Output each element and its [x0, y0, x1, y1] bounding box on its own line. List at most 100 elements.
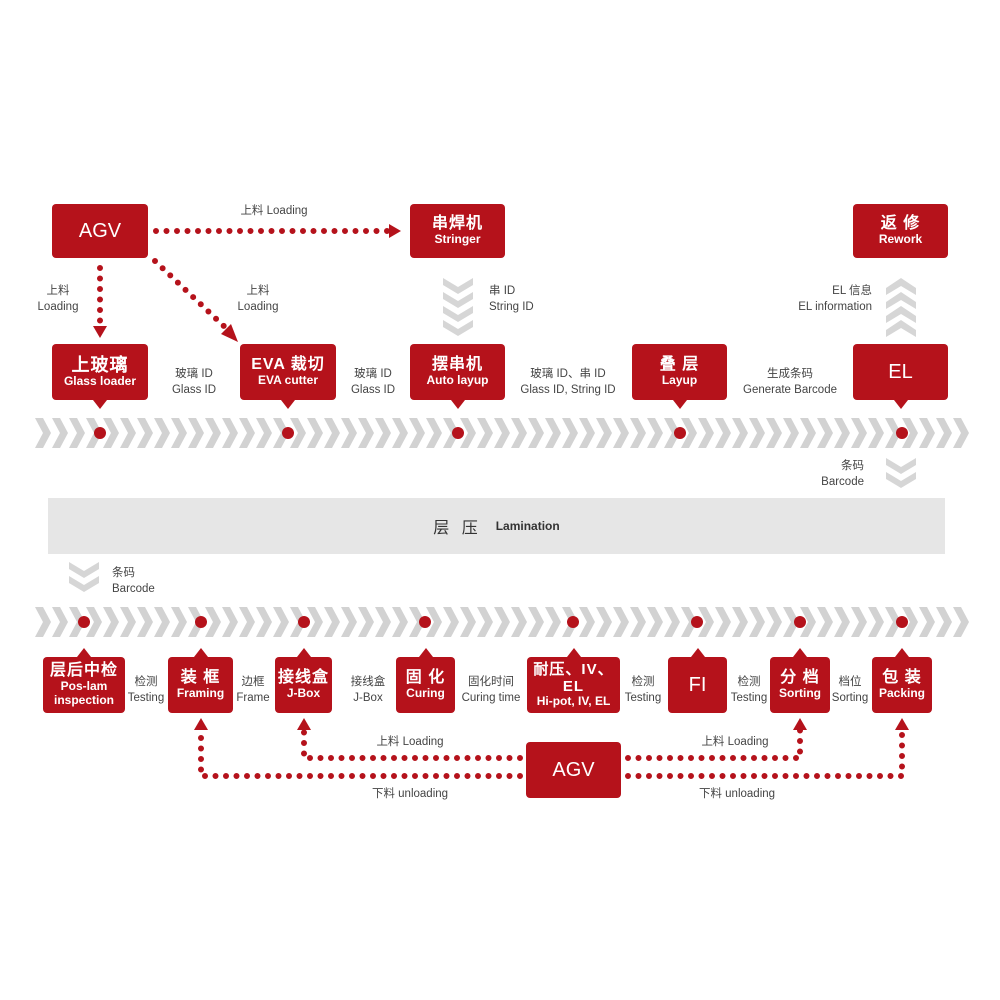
- conveyor-upper-chevron: [579, 418, 595, 448]
- label-en: Glass ID: [350, 384, 396, 396]
- conveyor-lower-chevron: [222, 607, 238, 637]
- conveyor-upper-chevron: [919, 418, 935, 448]
- conveyor-lower-chevron: [868, 607, 884, 637]
- sorting-zh: 分 档: [780, 668, 820, 686]
- label-zh: EL 信息: [832, 285, 872, 297]
- label-en: Glass ID: [171, 384, 217, 396]
- conveyor-upper-chevron: [307, 418, 323, 448]
- label-zh: 固化时间: [468, 676, 514, 688]
- conveyor-lower-chevron: [936, 607, 952, 637]
- auto-layup-en: Auto layup: [426, 373, 489, 388]
- string-id-flow-chevron: [443, 306, 473, 322]
- conveyor-lower-chevron: [375, 607, 391, 637]
- label-en: Testing: [127, 692, 165, 704]
- conveyor-upper-chevron: [290, 418, 306, 448]
- barcode-flow-chevron: [886, 472, 916, 488]
- poslam-en-1: Pos-lam: [60, 679, 108, 694]
- conveyor-upper-chevron: [953, 418, 969, 448]
- stringer-en: Stringer: [434, 232, 481, 247]
- el-info-flow-chevron: [886, 320, 916, 337]
- station-dot: [674, 427, 686, 439]
- conveyor-lower-chevron: [171, 607, 187, 637]
- conveyor-upper-chevron: [375, 418, 391, 448]
- arrow-diagonal-icon: [221, 324, 238, 342]
- conveyor-upper-chevron: [188, 418, 204, 448]
- label-zh: 上料: [46, 285, 70, 297]
- conveyor-upper-chevron: [494, 418, 510, 448]
- conveyor-lower-chevron: [409, 607, 425, 637]
- agv-to-stringer-label: 上料 Loading: [240, 205, 308, 217]
- agv-top-box: AGV: [52, 204, 148, 258]
- curing-time-label: 固化时间 Curing time: [462, 674, 521, 706]
- label-en: Barcode: [821, 476, 864, 488]
- label-zh: 上料: [246, 285, 270, 297]
- conveyor-upper-chevron: [613, 418, 629, 448]
- station-dot: [794, 616, 806, 628]
- conveyor-upper-chevron: [545, 418, 561, 448]
- agv-to-sorting-dotted-line: [625, 727, 803, 761]
- conveyor-upper-chevron: [766, 418, 782, 448]
- fi-label: FI: [688, 673, 707, 696]
- conveyor-upper-chevron: [885, 418, 901, 448]
- agv-to-jbox-dotted-line: [301, 727, 523, 761]
- conveyor-upper-chevron: [868, 418, 884, 448]
- layup-en: Layup: [661, 373, 698, 388]
- conveyor-upper-chevron: [698, 418, 714, 448]
- conveyor-upper-chevron: [749, 418, 765, 448]
- conveyor-lower-chevron: [919, 607, 935, 637]
- conveyor-lower-chevron: [902, 607, 918, 637]
- label-zh: 条码: [841, 460, 864, 472]
- conveyor-lower-chevron: [392, 607, 408, 637]
- conveyor-lower-chevron: [749, 607, 765, 637]
- conveyor-lower-chevron: [137, 607, 153, 637]
- conveyor-lower-chevron: [120, 607, 136, 637]
- label-en: String ID: [489, 301, 534, 313]
- conveyor-lower-chevron: [307, 607, 323, 637]
- conveyor-upper-chevron: [783, 418, 799, 448]
- conveyor-lower-chevron: [494, 607, 510, 637]
- conveyor-lower-chevron: [579, 607, 595, 637]
- label-en: Curing time: [461, 692, 521, 704]
- loading-right-label: 上料 Loading: [701, 736, 769, 748]
- rework-en: Rework: [878, 232, 923, 247]
- glass-loader-en: Glass loader: [63, 374, 137, 389]
- conveyor-lower-chevron: [885, 607, 901, 637]
- conveyor-upper-chevron: [239, 418, 255, 448]
- conveyor-upper-chevron: [511, 418, 527, 448]
- conveyor-lower-chevron: [528, 607, 544, 637]
- conveyor-lower-chevron: [239, 607, 255, 637]
- loading-left-label: 上料 Loading: [376, 736, 444, 748]
- label-zh: 检测: [134, 676, 158, 688]
- barcode-flow-chevron: [69, 562, 99, 578]
- conveyor-upper-chevron: [52, 418, 68, 448]
- agv-label: AGV: [552, 758, 595, 781]
- conveyor-upper-chevron: [562, 418, 578, 448]
- conveyor-upper-chevron: [137, 418, 153, 448]
- conveyor-upper-chevron: [715, 418, 731, 448]
- conveyor-lower-chevron: [800, 607, 816, 637]
- conveyor-lower-chevron: [732, 607, 748, 637]
- label-en: Sorting: [831, 692, 869, 704]
- station-dot: [567, 616, 579, 628]
- conveyor-lower-chevron: [698, 607, 714, 637]
- conveyor-lower-chevron: [817, 607, 833, 637]
- auto-layup-zh: 摆串机: [431, 355, 483, 373]
- conveyor-upper-chevron: [154, 418, 170, 448]
- agv-label: AGV: [78, 219, 122, 242]
- conveyor-lower-chevron: [443, 607, 459, 637]
- hipot-zh: 耐压、IV、EL: [533, 660, 614, 696]
